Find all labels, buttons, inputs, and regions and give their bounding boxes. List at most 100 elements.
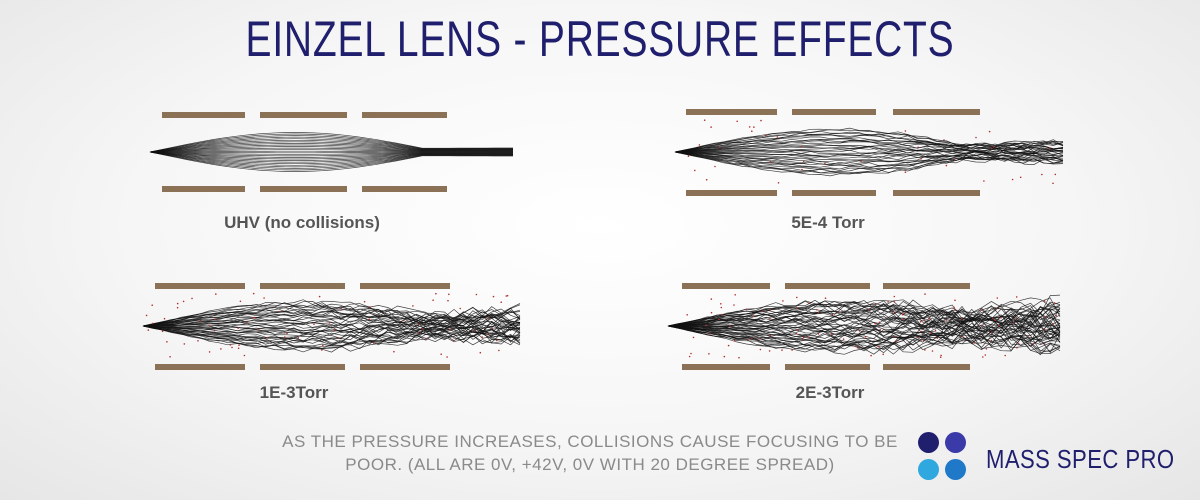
collision-marker: [998, 324, 1000, 327]
collision-marker: [459, 307, 462, 310]
ion-trajectory: [674, 149, 1064, 157]
ion-trajectory: [142, 325, 521, 338]
collision-marker: [782, 300, 784, 302]
electrode: [883, 283, 970, 289]
collision-marker: [229, 344, 232, 346]
collision-marker: [258, 329, 260, 331]
ion-trajectory: [667, 325, 1061, 343]
collision-marker: [1043, 300, 1046, 302]
collision-marker: [893, 295, 896, 298]
collision-marker: [1000, 317, 1002, 319]
collision-marker: [692, 336, 695, 339]
electrode: [893, 190, 980, 196]
ion-trajectory: [142, 325, 521, 353]
panel-2e-3-torr: [667, 283, 1061, 370]
collision-marker: [448, 293, 450, 296]
collision-marker: [1052, 182, 1054, 185]
panel-label-uhv: UHV (no collisions): [224, 213, 380, 232]
collision-marker: [688, 355, 691, 358]
collision-marker: [961, 335, 964, 338]
collision-marker: [481, 336, 484, 338]
collision-marker: [710, 311, 713, 314]
collision-marker: [776, 136, 779, 138]
collision-marker: [243, 354, 246, 357]
collision-marker: [751, 130, 753, 132]
collision-marker: [1048, 147, 1051, 149]
collision-marker: [928, 317, 930, 320]
collision-marker: [765, 134, 767, 137]
collision-marker: [500, 301, 503, 304]
ion-trajectory: [674, 151, 1064, 159]
ion-trajectory: [667, 322, 1061, 343]
collision-marker: [368, 318, 371, 321]
collision-marker: [781, 349, 783, 351]
ion-trajectory: [667, 325, 1061, 343]
collision-marker: [981, 309, 983, 311]
collision-marker: [760, 119, 762, 122]
collision-marker: [917, 146, 919, 149]
ion-trajectory: [674, 151, 1064, 165]
collision-marker: [496, 339, 498, 342]
collision-marker: [807, 336, 809, 338]
electrode: [792, 109, 876, 115]
collision-marker: [1054, 173, 1057, 176]
collision-marker: [721, 313, 723, 316]
collision-marker: [720, 303, 722, 305]
collision-marker: [166, 341, 168, 343]
electrode: [360, 283, 450, 289]
electrode: [162, 112, 245, 118]
collision-marker: [808, 302, 810, 305]
ion-trajectory: [142, 325, 521, 342]
collision-marker: [922, 339, 925, 342]
collision-marker: [694, 169, 696, 172]
collision-marker: [417, 332, 420, 334]
collision-marker: [176, 302, 179, 305]
logo: MASS SPEC PRO: [918, 432, 1188, 488]
collision-marker: [220, 348, 222, 350]
collision-marker: [1053, 302, 1056, 304]
collision-marker: [1044, 316, 1046, 318]
collision-marker: [795, 332, 798, 335]
collision-marker: [874, 322, 876, 325]
collision-marker: [882, 353, 884, 356]
collision-marker: [152, 322, 154, 325]
panel-1e-3-torr: [142, 283, 521, 370]
collision-marker: [237, 327, 239, 329]
collision-marker: [857, 347, 859, 349]
collision-marker: [208, 351, 211, 353]
collision-marker: [738, 356, 740, 359]
collision-marker: [703, 119, 706, 121]
collision-marker: [322, 344, 324, 347]
collision-marker: [727, 344, 730, 347]
collision-marker: [954, 309, 957, 311]
collision-marker: [895, 340, 897, 342]
ion-trajectory: [667, 325, 1061, 347]
collision-marker: [491, 327, 494, 329]
collision-marker: [802, 338, 804, 341]
collision-marker: [498, 349, 500, 352]
collision-marker: [994, 319, 997, 322]
collision-marker: [1017, 342, 1020, 345]
collision-marker: [939, 356, 942, 359]
collision-marker: [1043, 328, 1046, 331]
collision-marker: [425, 337, 428, 340]
collision-marker: [943, 139, 945, 141]
electrode: [260, 112, 347, 118]
ion-trajectory: [674, 147, 1064, 155]
collision-marker: [824, 162, 826, 165]
collision-marker: [710, 126, 712, 128]
collision-marker: [686, 314, 688, 316]
collision-marker: [237, 347, 240, 350]
ion-trajectory: [667, 323, 1061, 342]
ion-trajectory: [667, 300, 1061, 327]
collision-marker: [729, 325, 731, 327]
collision-marker: [796, 296, 798, 299]
electrode: [883, 364, 970, 370]
collision-marker: [745, 308, 748, 311]
collision-marker: [1012, 322, 1015, 324]
collision-marker: [988, 130, 991, 133]
collision-marker: [199, 320, 202, 323]
ion-trajectory: [142, 315, 521, 327]
collision-marker: [1052, 322, 1054, 325]
